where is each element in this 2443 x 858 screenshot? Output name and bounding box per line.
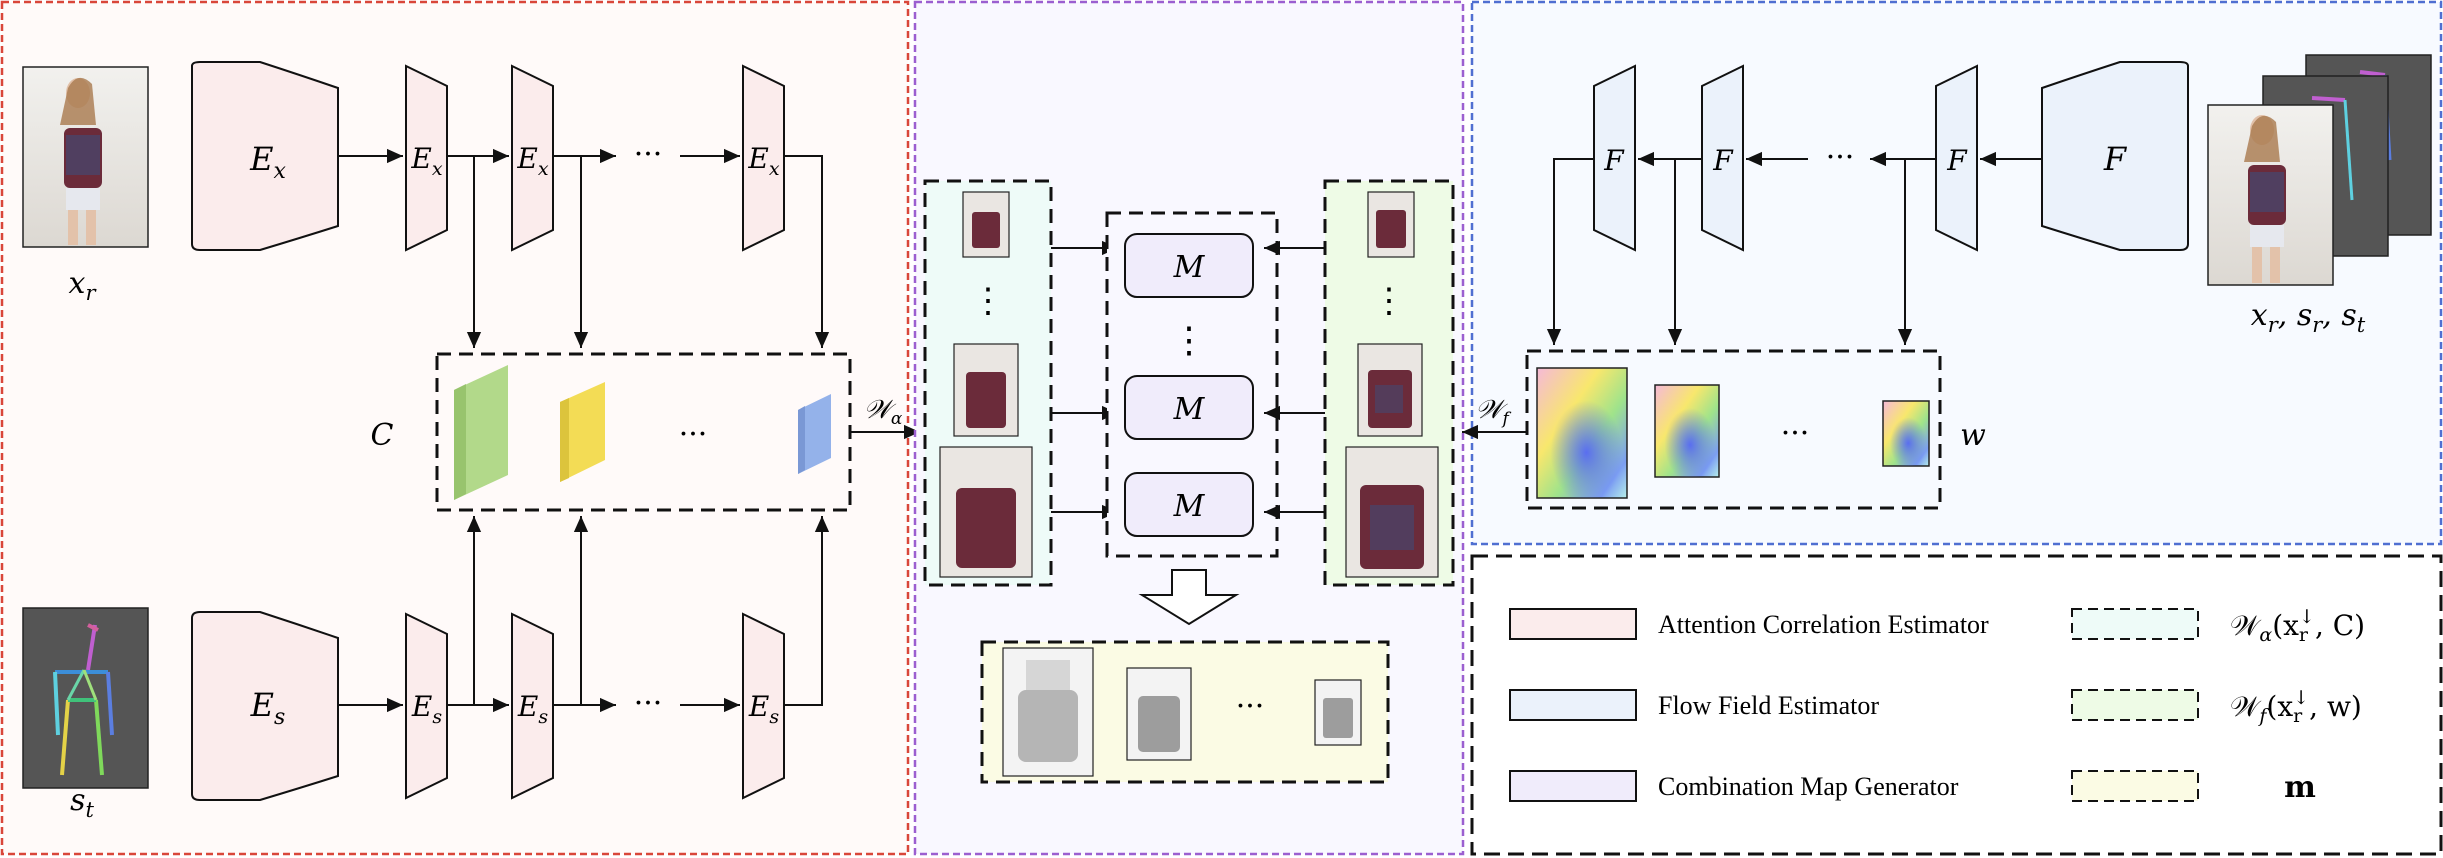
inputs-label: xr, sr, st <box>2251 298 2366 337</box>
flow-3-label: F <box>1946 144 1968 177</box>
flow-field-2 <box>1654 384 1720 478</box>
legend-swatch-m <box>2071 770 2199 802</box>
wa-warped-image-3 <box>939 446 1033 578</box>
encoder-s-3 <box>742 612 785 800</box>
legend-flow-text: Flow Field Estimator <box>1658 691 1879 720</box>
feature-green <box>454 365 508 500</box>
encoder-x-1 <box>405 64 448 252</box>
dots-s: ··· <box>634 686 663 721</box>
flow-big-label: F <box>2103 140 2128 178</box>
flow-estimator-2 <box>1701 64 1744 252</box>
flow-estimator-3 <box>1935 64 1978 252</box>
encoder-x-1-label: Ex <box>410 142 442 180</box>
flow-1-label: F <box>1603 144 1625 177</box>
legend-wf-math: 𝒲f(xr↓, w) <box>2230 687 2362 727</box>
generator-m-2-label: M <box>1173 392 1206 427</box>
legend-swatch-combination <box>1509 770 1637 802</box>
m-dots: ··· <box>1236 689 1265 724</box>
feature-blue <box>798 394 831 474</box>
correlation-label: C <box>371 418 394 453</box>
generator-m-1-label: M <box>1173 250 1206 285</box>
generator-m-3-label: M <box>1173 489 1206 524</box>
encoder-s-2 <box>511 612 554 800</box>
encoder-x-big <box>191 61 339 251</box>
encoder-x-3 <box>742 64 785 252</box>
generator-m-2 <box>1124 375 1254 440</box>
legend-swatch-attention <box>1509 608 1637 640</box>
legend-wa-math: 𝒲α(xr↓, C) <box>2230 606 2365 646</box>
wf-warped-image-2 <box>1357 343 1423 437</box>
input-stack <box>2207 54 2432 286</box>
flow-field-3 <box>1882 400 1930 467</box>
legend-swatch-wf <box>2071 689 2199 721</box>
legend-combination-text: Combination Map Generator <box>1658 772 1959 801</box>
encoder-s-big <box>191 611 339 801</box>
combination-map-3 <box>1314 679 1362 746</box>
flow-label: w <box>1960 418 1986 453</box>
feature-yellow <box>560 382 605 482</box>
encoder-x-3-label: Ex <box>747 142 779 180</box>
flow-2-label: F <box>1712 144 1734 177</box>
w-dots: ··· <box>1781 416 1810 451</box>
legend-swatch-wa <box>2071 608 2199 640</box>
flow-estimator-1 <box>1593 64 1636 252</box>
generator-m-1 <box>1124 233 1254 298</box>
flow-field-1 <box>1536 367 1628 499</box>
wa-warped-image-1 <box>962 191 1010 258</box>
dots-x: ··· <box>634 137 663 172</box>
legend-m-math: m <box>2284 770 2316 805</box>
encoder-x-2 <box>511 64 554 252</box>
flow-estimator-big <box>2041 61 2189 251</box>
wa-warped-image-2 <box>953 343 1019 437</box>
wa-vdots: ⋮ <box>971 281 1005 321</box>
legend-attention-text: Attention Correlation Estimator <box>1658 610 1989 639</box>
wf-warped-image-3 <box>1345 446 1439 578</box>
legend-swatch-flow <box>1509 689 1637 721</box>
combination-map-2 <box>1126 667 1192 761</box>
generator-vdots: ⋮ <box>1171 320 1207 361</box>
encoder-s-1 <box>405 612 448 800</box>
wf-warped-image-1 <box>1367 191 1415 258</box>
dots-c: ··· <box>679 417 708 452</box>
combination-map-1 <box>1002 647 1094 777</box>
target-pose-image <box>22 607 149 789</box>
wf-vdots: ⋮ <box>1372 281 1406 321</box>
flow-dots: ··· <box>1826 140 1855 175</box>
generator-m-3 <box>1124 472 1254 537</box>
reference-image <box>22 66 149 248</box>
output-arrow <box>1138 569 1240 626</box>
